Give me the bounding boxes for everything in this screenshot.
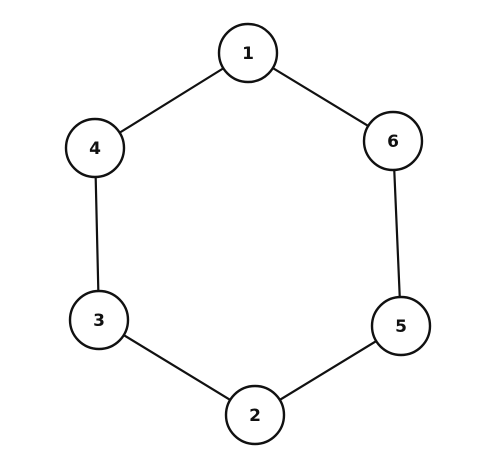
node-1: 1 (217, 22, 279, 84)
node-label: 6 (387, 132, 399, 152)
node-label: 2 (249, 406, 261, 426)
node-circle (68, 289, 130, 351)
edge-6-5 (391, 139, 403, 328)
node-circle (217, 22, 279, 84)
node-label: 4 (89, 139, 101, 159)
node-label: 3 (93, 311, 105, 331)
node-4: 4 (64, 117, 126, 179)
node-2: 2 (224, 384, 286, 446)
edge-3-2 (97, 318, 257, 417)
graph-edges (93, 51, 403, 417)
node-circle (224, 384, 286, 446)
node-label: 5 (395, 317, 407, 337)
node-circle (370, 295, 432, 357)
node-circle (362, 110, 424, 172)
graph-nodes: 1 4 6 3 5 2 (64, 22, 432, 446)
node-6: 6 (362, 110, 424, 172)
node-5: 5 (370, 295, 432, 357)
node-circle (64, 117, 126, 179)
node-label: 1 (242, 44, 254, 64)
node-3: 3 (68, 289, 130, 351)
